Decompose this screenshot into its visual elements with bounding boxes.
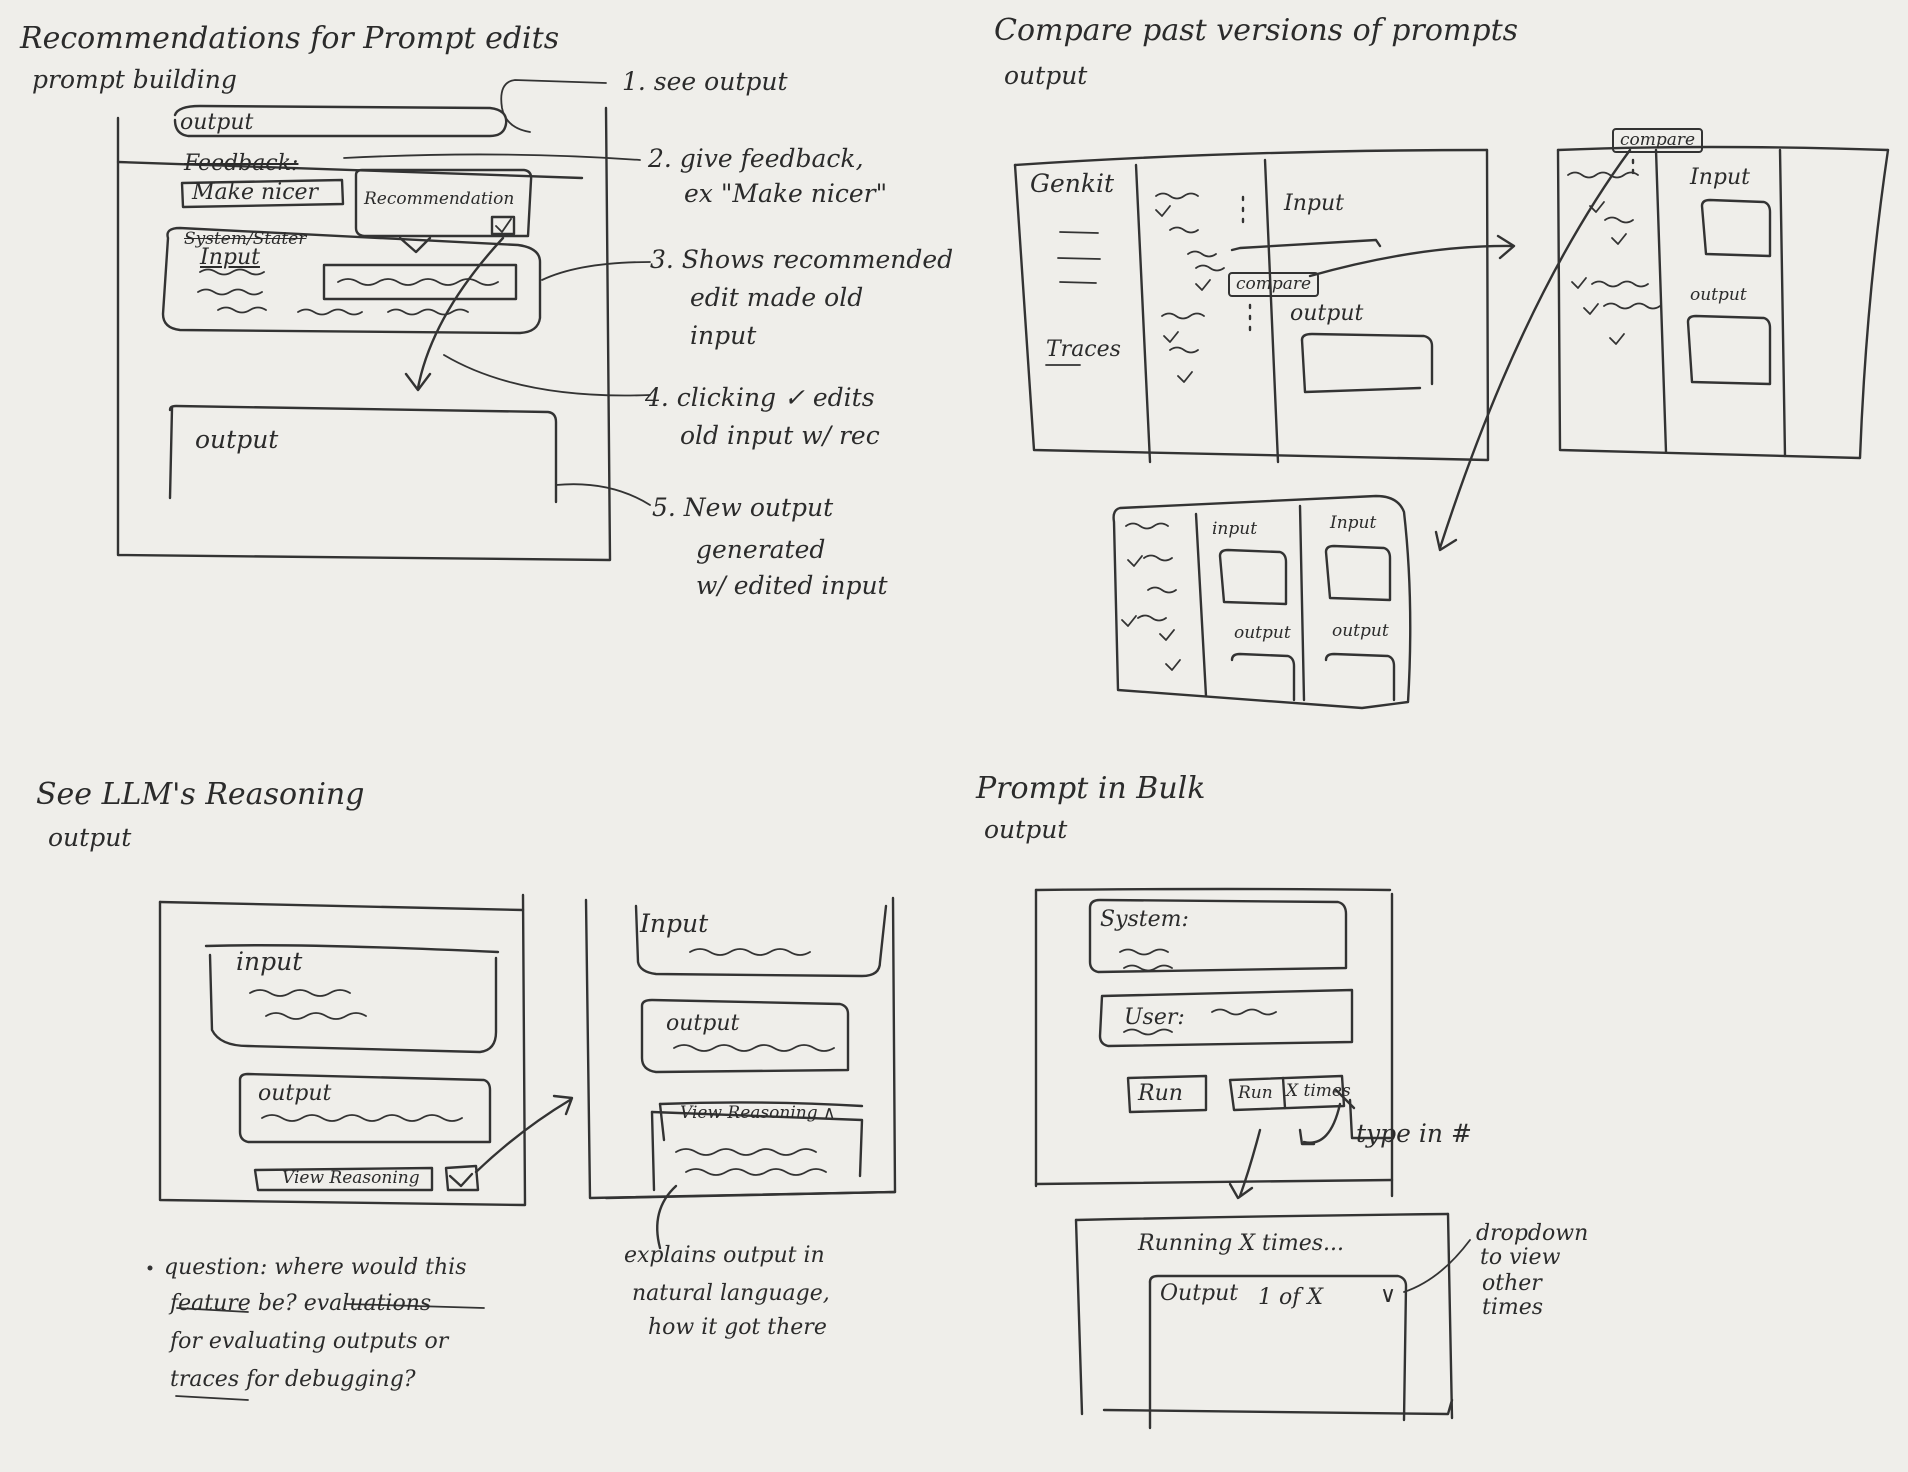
compare-button[interactable]: compare bbox=[1228, 272, 1320, 297]
question-line-2: feature be? evaluations bbox=[170, 1291, 432, 1316]
run-button[interactable]: Run bbox=[1138, 1081, 1183, 1106]
compare-result-grid bbox=[1112, 494, 1412, 710]
reasoning-subtitle: output bbox=[48, 823, 132, 852]
bulk-result-window bbox=[1074, 1212, 1471, 1430]
compare-button-top[interactable]: compare bbox=[1612, 128, 1704, 153]
bulk-subtitle: output bbox=[984, 815, 1068, 844]
reasoning-title: See LLM's Reasoning bbox=[36, 777, 365, 812]
step-5-line-2: generated bbox=[696, 535, 826, 564]
running-status: Running X times... bbox=[1138, 1231, 1345, 1256]
reasoning-open-window bbox=[584, 896, 897, 1250]
compare-flow-arrows bbox=[1308, 148, 1632, 552]
dropdown-note-line-3: other bbox=[1482, 1271, 1542, 1296]
bulk-prompt-window bbox=[1034, 887, 1394, 1200]
grid-input-label-1: input bbox=[1212, 519, 1258, 539]
step-4: 4. clicking ✓ edits bbox=[645, 383, 875, 412]
right-input-label: Input bbox=[1690, 165, 1750, 190]
view-reasoning-button[interactable]: View Reasoning bbox=[282, 1168, 420, 1188]
compare-main-window bbox=[1013, 148, 1490, 464]
output-label: output bbox=[180, 110, 254, 135]
feedback-label: Feedback: bbox=[184, 151, 299, 176]
traces-nav-item[interactable]: Traces bbox=[1046, 337, 1121, 362]
recommendation-mockup bbox=[116, 104, 612, 562]
compare-right-window bbox=[1556, 145, 1890, 460]
grid-input-label-2: Input bbox=[1330, 513, 1377, 533]
recommendation-popup[interactable]: Recommendation bbox=[364, 189, 515, 209]
grid-output-label-1: output bbox=[1234, 623, 1291, 643]
run-x-times-button[interactable]: Run bbox=[1238, 1083, 1273, 1103]
reasoning-closed-window bbox=[158, 893, 574, 1207]
question-line-3: for evaluating outputs or bbox=[170, 1329, 449, 1354]
compare-input-label: Input bbox=[1284, 191, 1344, 216]
explains-line-3: how it got there bbox=[648, 1315, 827, 1340]
view-reasoning-open-button[interactable]: View Reasoning ∧ bbox=[680, 1103, 836, 1123]
dropdown-note-line-2: to view bbox=[1480, 1245, 1561, 1270]
compare-output-label: output bbox=[1290, 301, 1364, 326]
compare-title: Compare past versions of prompts bbox=[994, 13, 1519, 48]
bulk-output-label: Output bbox=[1160, 1281, 1239, 1306]
question-line-1: question: where would this bbox=[164, 1255, 467, 1280]
grid-output-label-2: output bbox=[1332, 621, 1389, 641]
step-3-line-2: edit made old bbox=[690, 283, 864, 312]
user-field[interactable]: User: bbox=[1124, 1005, 1185, 1030]
reasoning-output-label: output bbox=[258, 1081, 332, 1106]
right-input-label: Input bbox=[640, 909, 709, 938]
step-3: 3. Shows recommended bbox=[650, 245, 954, 274]
feedback-input[interactable]: Make nicer bbox=[192, 180, 319, 205]
step-2-example: ex "Make nicer" bbox=[684, 179, 888, 208]
reasoning-input-label: input bbox=[236, 947, 303, 976]
recommendations-subtitle: prompt building bbox=[32, 65, 237, 94]
step-3-line-3: input bbox=[690, 321, 757, 350]
step-5-line-3: w/ edited input bbox=[696, 571, 888, 600]
times-input[interactable]: X times bbox=[1286, 1081, 1351, 1101]
bulk-title: Prompt in Bulk bbox=[976, 771, 1206, 806]
explains-line-2: natural language, bbox=[632, 1281, 830, 1306]
compare-subtitle: output bbox=[1004, 61, 1088, 90]
new-output-label: output bbox=[195, 425, 279, 454]
step-1: 1. see output bbox=[622, 67, 788, 96]
system-field[interactable]: System: bbox=[1100, 907, 1189, 932]
reasoning-notes bbox=[147, 1265, 485, 1401]
input-label: Input bbox=[200, 245, 260, 270]
recommendations-title: Recommendations for Prompt edits bbox=[20, 21, 560, 56]
recommendation-callouts bbox=[343, 79, 651, 506]
dropdown-note-line-1: dropdown bbox=[1476, 1221, 1589, 1246]
genkit-nav-title: Genkit bbox=[1030, 169, 1115, 198]
type-number-note: type in # bbox=[1356, 1119, 1472, 1148]
step-5: 5. New output bbox=[652, 493, 834, 522]
output-counter: 1 of X bbox=[1258, 1285, 1324, 1310]
question-line-4: traces for debugging? bbox=[170, 1367, 416, 1392]
step-4-line-2: old input w/ rec bbox=[680, 421, 880, 450]
right-output-label: output bbox=[1690, 285, 1747, 305]
system-label: System/Stater bbox=[184, 229, 307, 249]
step-2: 2. give feedback, bbox=[648, 144, 864, 173]
right-output-label: output bbox=[666, 1011, 740, 1036]
chevron-down-icon[interactable]: ∨ bbox=[1380, 1283, 1397, 1308]
dropdown-note-line-4: times bbox=[1482, 1295, 1544, 1320]
explains-line-1: explains output in bbox=[624, 1243, 825, 1268]
